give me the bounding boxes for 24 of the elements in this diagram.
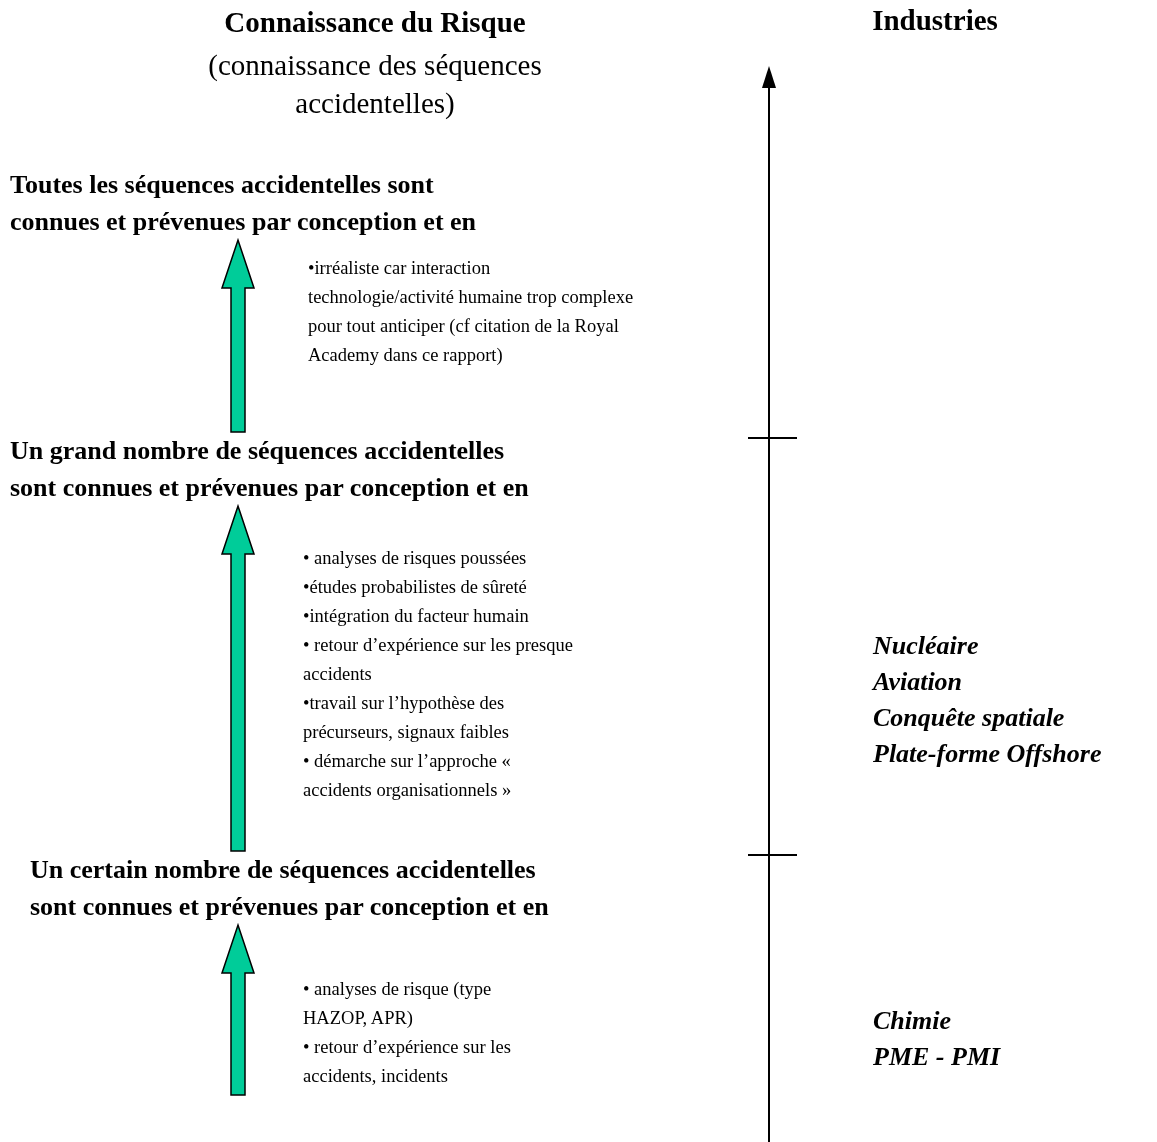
level-heading: Un certain nombre de séquences accidentelles sont connues et prévenues par conception et en bbox=[30, 851, 740, 925]
level-heading: Toutes les séquences accidentelles sont connues et prévenues par conception et en bbox=[10, 166, 670, 240]
industry-name: Aviation bbox=[873, 666, 963, 698]
bullet-text: •études probabilistes de sûreté bbox=[303, 576, 528, 599]
bullet-text: • analyses de risques poussées bbox=[303, 547, 528, 570]
industry-name: Nucléaire bbox=[873, 630, 979, 662]
block-arrow bbox=[220, 503, 256, 852]
bullet-text: •irréaliste car interaction technologie/activité humaine trop complexe pour tout anticiper (cf citation de la Royal Academy dans ce rapport) bbox=[308, 257, 635, 367]
industry-name: PME - PMI bbox=[873, 1041, 1001, 1073]
bullet-text: • analyses de risque (type HAZOP, APR) bbox=[303, 978, 493, 1030]
bullet-text: • retour d’expérience sur les presque accidents bbox=[303, 634, 574, 686]
title-subtitle: (connaissance des séquences accidentelles) bbox=[207, 48, 543, 121]
bullet-text: •travail sur l’hypothèse des précurseurs, signaux faibles bbox=[303, 692, 510, 744]
industry-name: Chimie bbox=[873, 1005, 951, 1037]
block-arrow bbox=[220, 237, 256, 433]
level-heading: Un grand nombre de séquences accidentelles sont connues et prévenues par conception et en bbox=[10, 432, 670, 506]
bullet-text: •intégration du facteur humain bbox=[303, 605, 530, 628]
industry-name: Conquête spatiale bbox=[873, 702, 1065, 734]
industry-name: Plate-forme Offshore bbox=[873, 738, 1102, 770]
title: Connaissance du Risque bbox=[223, 6, 527, 39]
bullet-text: • démarche sur l’approche « accidents organisationnels » bbox=[303, 750, 513, 802]
block-arrow bbox=[220, 922, 256, 1096]
axis-title: Industries bbox=[871, 4, 999, 37]
bullet-text: • retour d’expérience sur les accidents, incidents bbox=[303, 1036, 512, 1088]
